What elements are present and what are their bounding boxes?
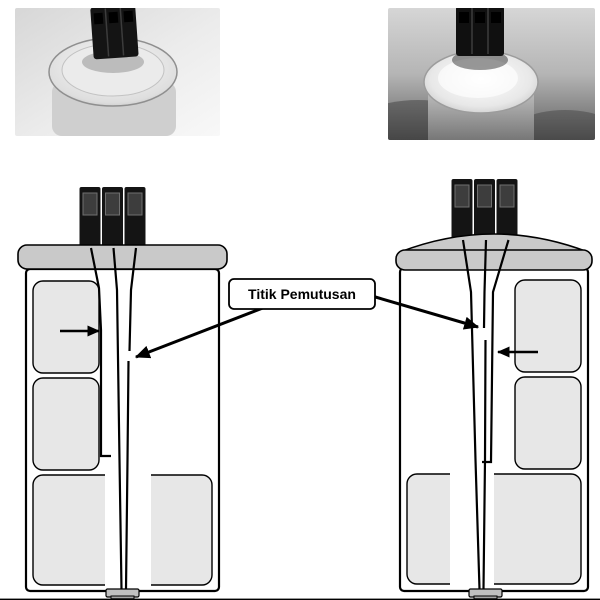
terminal-block	[79, 187, 146, 248]
wire-middle	[112, 247, 123, 590]
callout-arrow-to-right-capacitor	[371, 294, 480, 330]
terminal-screw-hole	[475, 12, 485, 23]
callout: Titik Pemutusan	[134, 278, 480, 359]
lid-dome	[399, 233, 589, 253]
terminal-screw-hole	[459, 12, 469, 23]
callout-label: Titik Pemutusan	[248, 286, 356, 302]
wire-channel	[450, 472, 494, 587]
terminal-screw-hole	[93, 12, 104, 25]
lid-band	[395, 249, 593, 271]
terminal-screw-hole	[123, 10, 134, 23]
terminal-screw	[105, 192, 120, 216]
cell	[32, 377, 100, 471]
cell	[32, 280, 100, 374]
dome-highlight	[438, 58, 518, 98]
terminal-divider	[104, 8, 110, 57]
photo-capacitor-flat-top	[15, 8, 220, 136]
wire-left	[461, 239, 481, 590]
terminal-screw-hole	[108, 11, 119, 24]
terminal-screw-hole	[491, 12, 501, 23]
terminal-block	[451, 179, 518, 240]
terminal-screw	[477, 184, 492, 208]
image-bottom-edge	[0, 598, 600, 600]
wire-middle-upper	[482, 239, 488, 329]
cell	[514, 279, 582, 373]
cell	[514, 376, 582, 470]
callout-box	[228, 278, 376, 310]
wire-left	[89, 247, 111, 458]
terminal-screw	[82, 192, 98, 216]
terminal-screw	[127, 192, 143, 216]
terminal-divider	[119, 8, 125, 56]
terminal-screw	[499, 184, 515, 208]
wire-right-lower	[124, 360, 130, 590]
diagram-capacitor-flat-lid	[17, 187, 228, 600]
lid-flat	[17, 244, 228, 270]
wire-right-upper	[128, 247, 138, 352]
terminal-screw	[454, 184, 470, 208]
photo-capacitor-domed-top	[388, 8, 595, 140]
diagram-capacitor-domed-lid	[395, 179, 593, 600]
callout-arrow-to-left-capacitor	[134, 304, 269, 359]
wire-right	[482, 239, 510, 464]
terminal-block-photo	[90, 8, 139, 60]
terminal-block-photo	[456, 8, 504, 56]
wire-middle-lower	[482, 339, 487, 590]
